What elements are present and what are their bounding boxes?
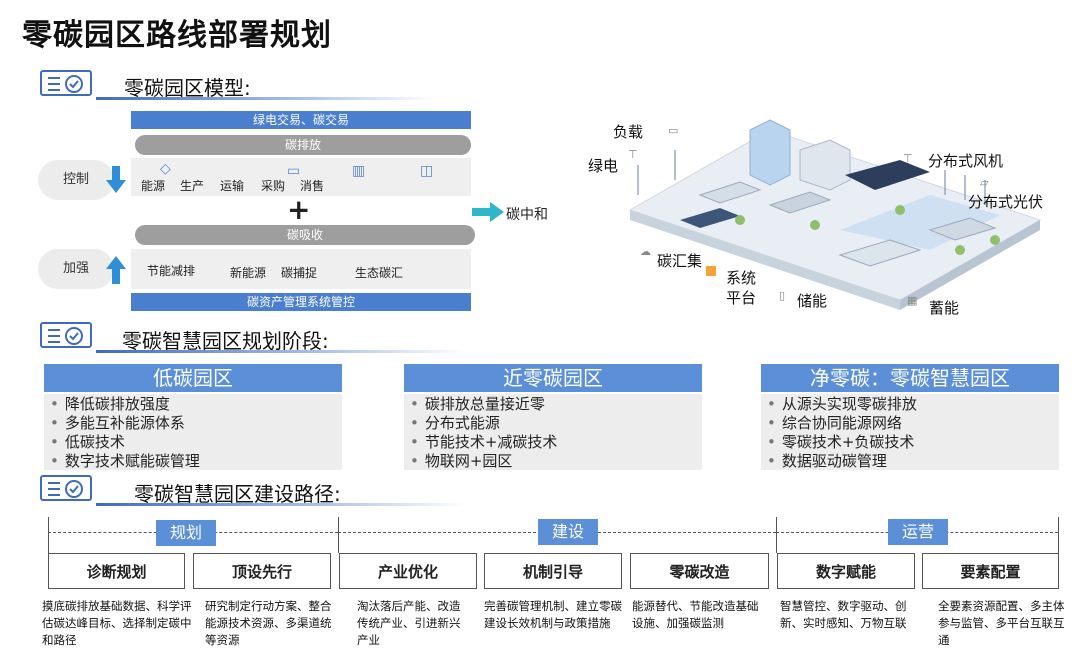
strengthen-oval: 加强 (38, 249, 114, 289)
stage-item: •数据驱动碳管理 (767, 452, 887, 470)
arrow-down-icon (106, 166, 126, 193)
stage-body-low-carbon: •降低碳排放强度 •多能互补能源体系 •低碳技术 •数字技术赋能碳管理 (44, 394, 342, 470)
plus-sign: + (287, 193, 311, 226)
load-icon: ▭ (668, 124, 679, 137)
stage-item: •降低碳排放强度 (50, 395, 170, 413)
step-desc: 淘汰落后产能、改造传统产业、引进新兴产业 (357, 599, 461, 647)
checklist-icon (40, 70, 92, 96)
consumer-energy: 能源 (141, 179, 166, 193)
energy-icon: ◇ (160, 161, 171, 177)
step-diagnose: 诊断规划 (48, 553, 185, 589)
arrow-up-icon (106, 256, 126, 284)
step-top-design: 顶设先行 (193, 553, 331, 589)
label-load: 负载 (613, 123, 644, 141)
stage-item: •数字技术赋能碳管理 (50, 452, 200, 470)
shop-icon: ◫ (420, 163, 434, 179)
battery-icon: ▯ (779, 289, 786, 302)
step-digital: 数字赋能 (777, 553, 915, 589)
phase-build: 建设 (538, 519, 598, 545)
step-desc: 完善碳管理机制、建立零碳建设长效机制与政策措施 (484, 599, 622, 630)
step-mechanism: 机制引导 (484, 553, 622, 589)
stage-body-near-zero: •碳排放总量接近零 •分布式能源 •节能技术+减碳技术 •物联网+园区 (404, 394, 702, 470)
arrow-right-icon (472, 202, 504, 222)
consumer-production: 生产 (180, 179, 205, 193)
divider-line (48, 517, 49, 553)
phase-operate: 运营 (888, 519, 948, 545)
stage-item: •分布式能源 (410, 414, 500, 432)
truck-icon: ▭ (287, 163, 301, 179)
building-icon: ▥ (352, 163, 366, 179)
label-storage: 储能 (797, 292, 828, 310)
step-desc: 智慧管控、数字驱动、创新、实时感知、万物互联 (780, 599, 907, 630)
control-oval: 控制 (38, 160, 114, 200)
label-pv: 分布式光伏 (968, 193, 1044, 211)
stage-title-near-zero: 近零碳园区 (404, 364, 702, 392)
stage-item: •多能互补能源体系 (50, 414, 185, 432)
label-carbon-sink: 碳汇集 (657, 252, 703, 270)
section-title-model: 零碳园区模型: (124, 76, 251, 100)
pump-storage-icon: ▦ (907, 294, 918, 307)
stage-item: •节能技术+减碳技术 (410, 433, 558, 451)
step-desc: 能源替代、节能改造基础设施、加强碳监测 (632, 599, 759, 630)
consumer-transport: 运输 (220, 179, 245, 193)
section-title-path: 零碳智慧园区建设路径: (134, 482, 341, 506)
park-illustration (628, 119, 1042, 310)
stage-item: •物联网+园区 (410, 452, 513, 470)
page-title: 零碳园区路线部署规划 (22, 18, 332, 53)
stage-title-net-zero: 净零碳：零碳智慧园区 (761, 364, 1059, 392)
divider-line (776, 517, 777, 553)
label-pumped-storage: 蓄能 (929, 299, 960, 317)
cloud-icon: ☁ (640, 245, 651, 258)
phase-plan: 规划 (156, 520, 216, 546)
divider-line (1058, 517, 1059, 553)
step-allocation: 要素配置 (922, 553, 1059, 589)
step-retrofit: 零碳改造 (630, 553, 769, 589)
label-system-platform: 系统 平台 (726, 269, 757, 307)
consumer-sales: 消售 (300, 179, 325, 193)
absorber-capture: 碳捕捉 (281, 266, 318, 280)
carbon-neutral-label: 碳中和 (506, 207, 548, 223)
absorber-saving: 节能减排 (147, 264, 196, 278)
section-rule (96, 503, 466, 506)
section-rule (96, 97, 436, 100)
solar-icon: ▱ (980, 176, 989, 189)
stage-item: •综合协同能源网络 (767, 414, 902, 432)
stage-title-low-carbon: 低碳园区 (44, 364, 342, 392)
emission-pill: 碳排放 (135, 135, 471, 155)
absorber-eco-sink: 生态碳汇 (355, 266, 404, 280)
step-industry: 产业优化 (339, 553, 477, 589)
divider-line (338, 517, 339, 553)
section-title-stages: 零碳智慧园区规划阶段: (122, 329, 329, 353)
turbine-icon: ⊤ (903, 152, 913, 165)
label-green-power: 绿电 (588, 157, 619, 175)
stage-item: •零碳技术+负碳技术 (767, 433, 915, 451)
absorber-panel (131, 249, 471, 289)
step-desc: 摸底碳排放基础数据、科学评估碳达峰目标、选择制定碳中和路径 (42, 599, 192, 647)
asset-management-bar: 碳资产管理系统管控 (131, 293, 471, 311)
consumer-purchase: 采购 (261, 179, 286, 193)
pylon-icon: ⊤ (628, 148, 638, 161)
section-rule (96, 350, 466, 353)
step-desc: 研究制定行动方案、整合能源技术资源、多渠道统等资源 (205, 599, 332, 647)
stage-body-net-zero: •从源头实现零碳排放 •综合协同能源网络 •零碳技术+负碳技术 •数据驱动碳管理 (761, 394, 1059, 470)
checklist-icon (40, 475, 92, 501)
stage-item: •低碳技术 (50, 433, 125, 451)
stage-item: •碳排放总量接近零 (410, 395, 545, 413)
step-desc: 全要素资源配置、多主体参与监管、多平台互联互通 (938, 599, 1065, 647)
green-trade-bar: 绿电交易、碳交易 (131, 111, 471, 129)
stage-item: •从源头实现零碳排放 (767, 395, 917, 413)
absorber-new-energy: 新能源 (230, 266, 267, 280)
absorption-pill: 碳吸收 (135, 225, 475, 245)
consumer-panel (131, 158, 471, 196)
checklist-icon (40, 322, 92, 348)
label-wind: 分布式风机 (928, 152, 1004, 170)
